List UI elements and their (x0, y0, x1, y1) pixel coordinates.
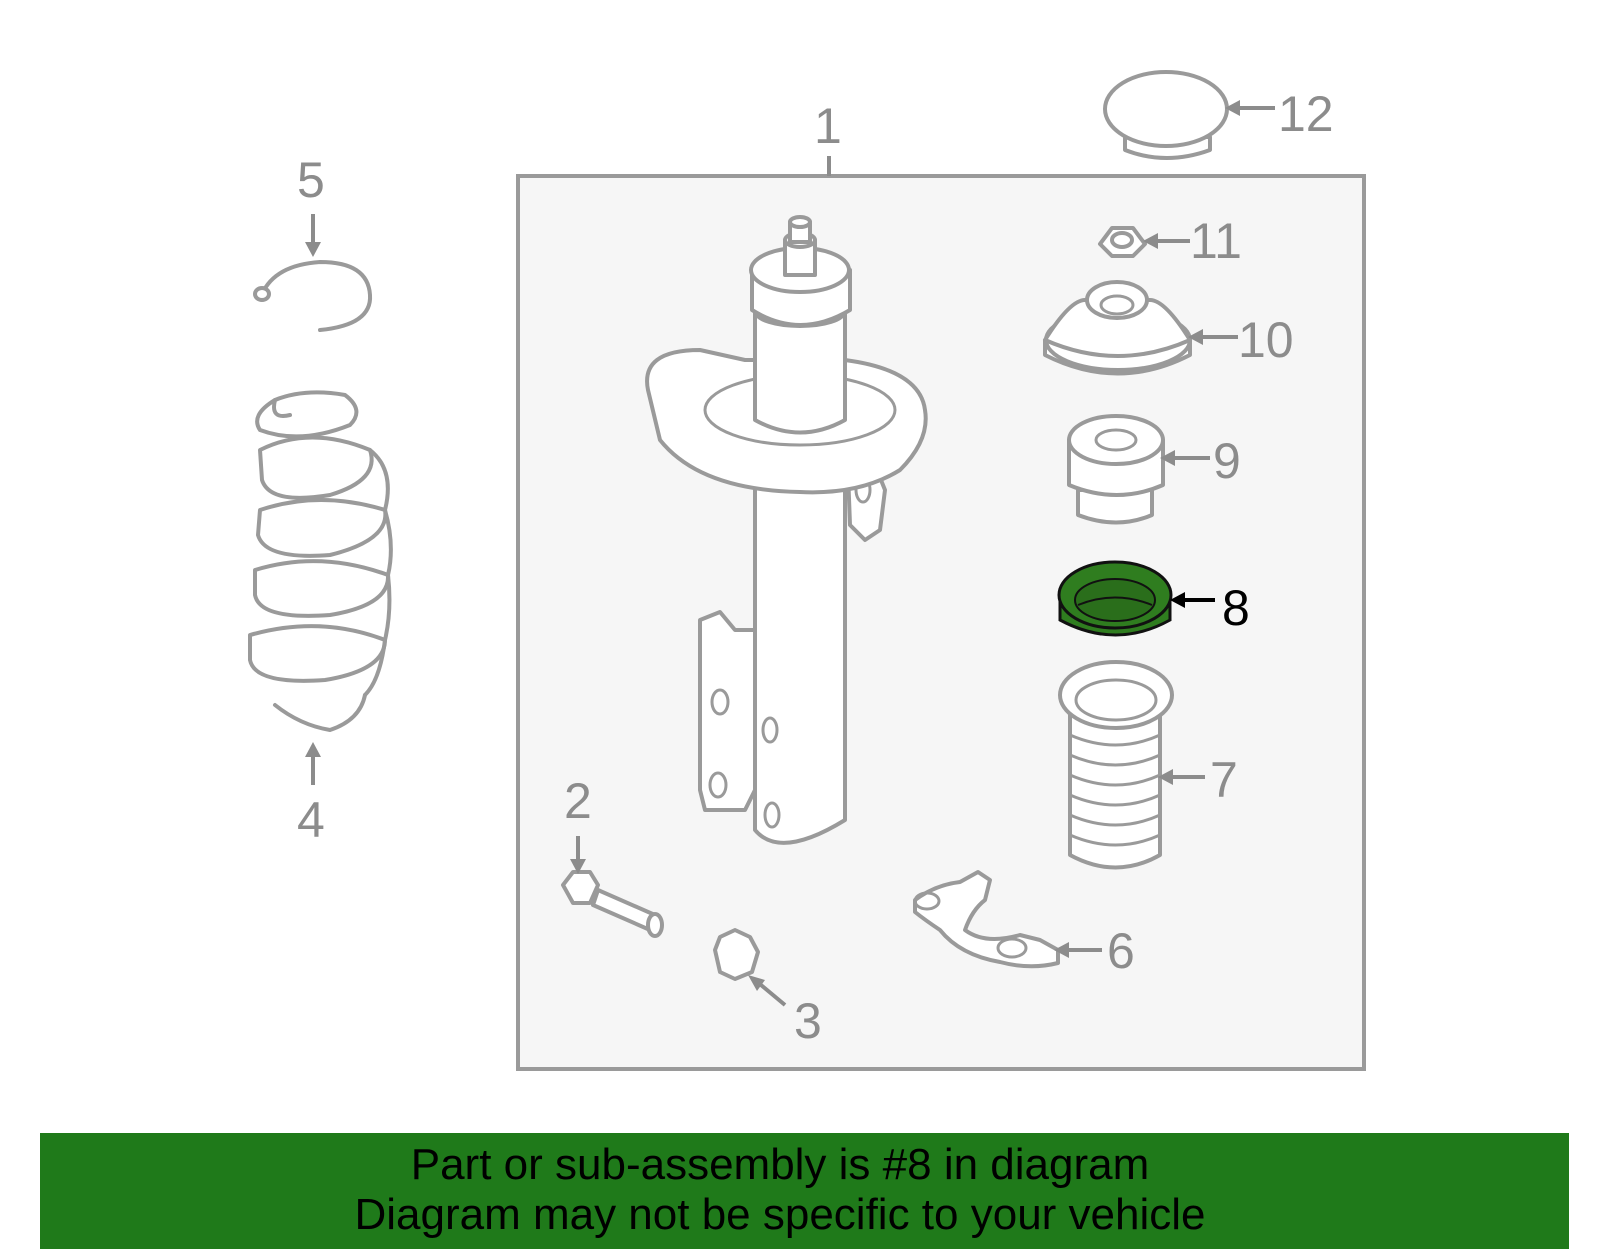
part-3-nut[interactable] (713, 928, 760, 981)
banner-line-part: Part or sub-assembly is #8 in diagram (410, 1140, 1150, 1189)
part-4-coil-spring (248, 390, 393, 732)
part-7-dust-boot[interactable] (1058, 660, 1174, 870)
label-part-2: 2 (564, 773, 592, 829)
info-banner: Part or sub-assembly is #8 in diagram Di… (40, 1133, 1569, 1249)
label-part-4: 4 (297, 792, 325, 848)
part-12-cap[interactable] (1103, 70, 1229, 160)
label-part-9: 9 (1213, 433, 1241, 489)
part-5-insulator-clip[interactable] (253, 260, 373, 332)
label-part-12: 12 (1278, 86, 1334, 142)
part-9-bump-stop[interactable] (1067, 414, 1165, 525)
part-2-bolt[interactable] (561, 870, 664, 938)
label-part-10: 10 (1238, 312, 1294, 368)
banner-line-disclaimer: Diagram may not be specific to your vehi… (354, 1190, 1206, 1239)
part-11-nut[interactable] (1098, 226, 1147, 258)
part-6-bracket[interactable] (913, 870, 1060, 969)
label-part-5: 5 (297, 152, 325, 208)
label-part-11: 11 (1190, 213, 1242, 269)
part-1-strut-body[interactable] (645, 215, 928, 845)
part-8-spring-seat-highlighted[interactable] (1057, 560, 1173, 637)
label-part-6: 6 (1107, 923, 1135, 979)
label-part-7: 7 (1210, 752, 1238, 808)
label-part-3: 3 (794, 993, 822, 1049)
part-10-strut-mount[interactable] (1043, 280, 1192, 376)
label-part-8-highlighted: 8 (1222, 580, 1250, 636)
label-part-1: 1 (814, 98, 842, 154)
